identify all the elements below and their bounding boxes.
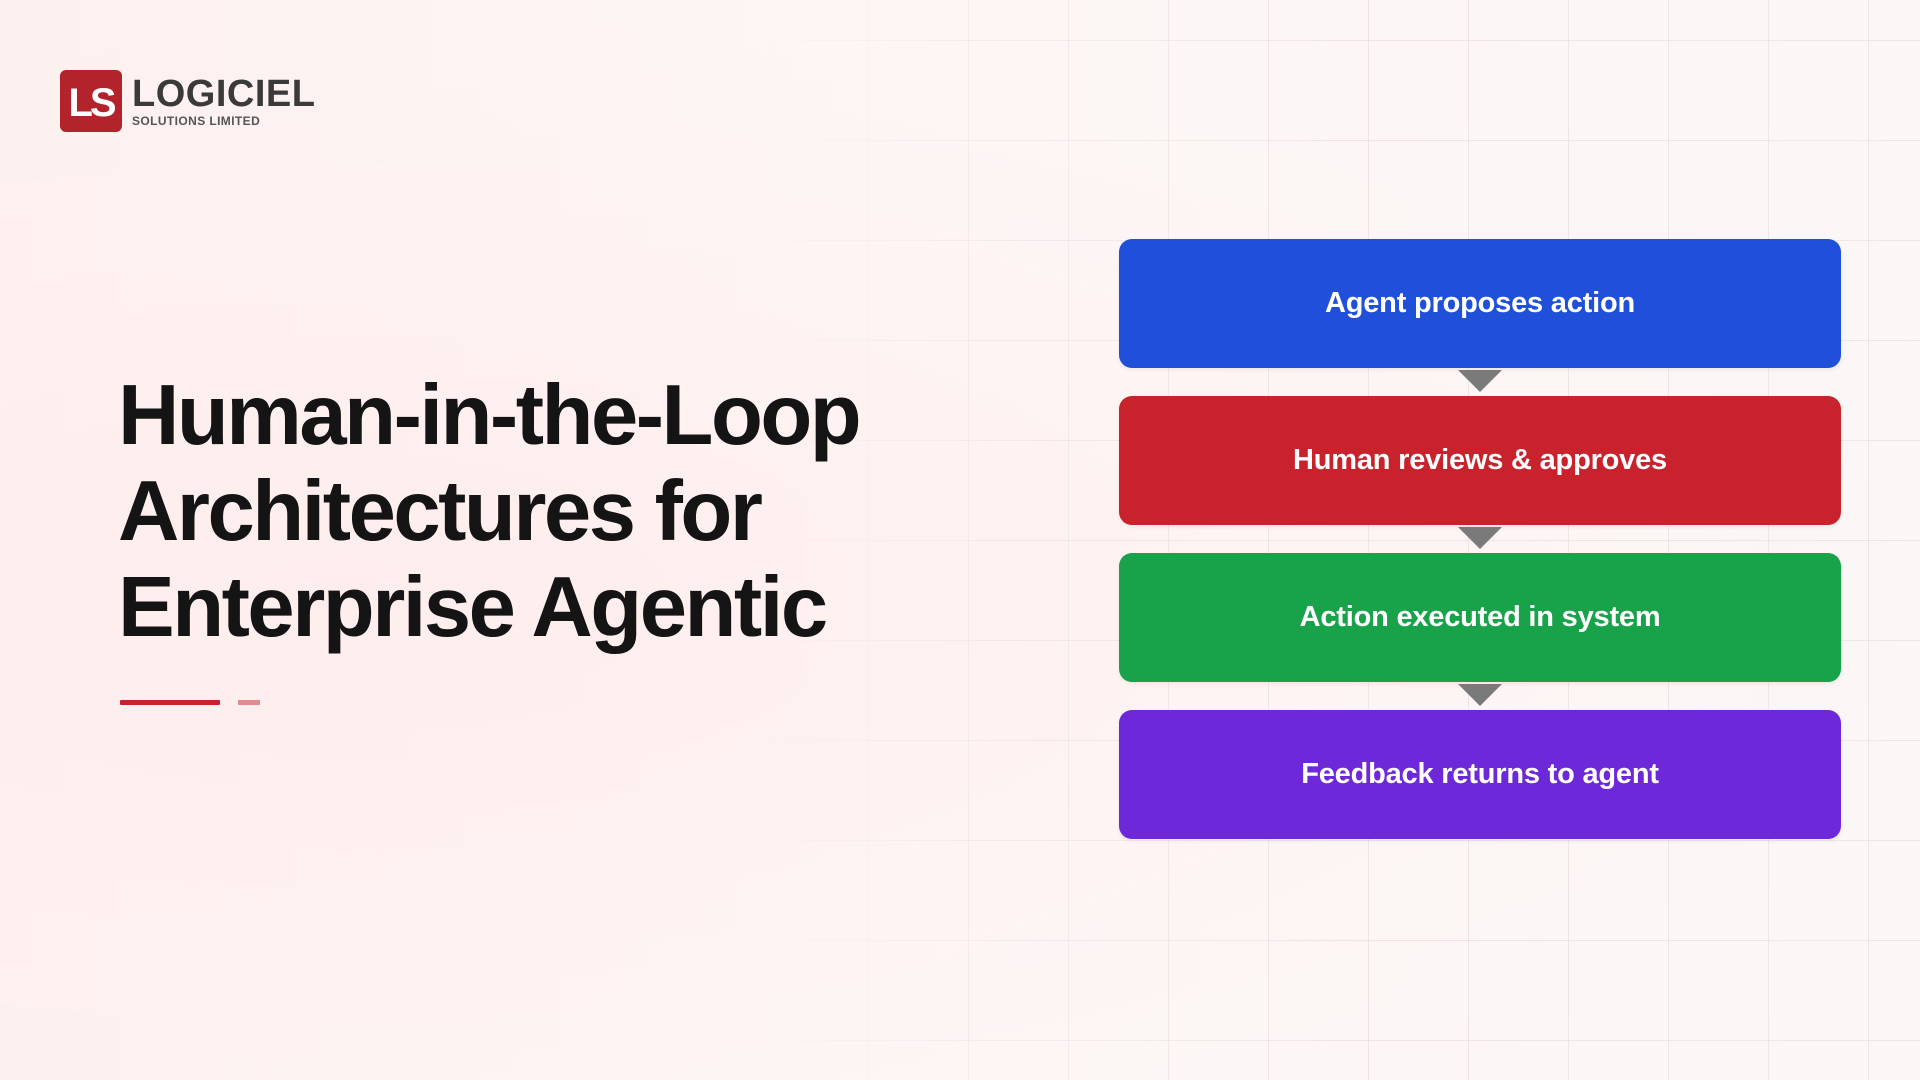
down-triangle-arrow-icon bbox=[1458, 684, 1502, 706]
logo-subtitle: SOLUTIONS LIMITED bbox=[132, 114, 261, 128]
title-line-3: Enterprise Agentic bbox=[118, 560, 828, 655]
title-accent-dash bbox=[238, 700, 260, 705]
flow-step-human-reviews: Human reviews & approves bbox=[1119, 396, 1841, 525]
down-triangle-arrow-icon bbox=[1458, 370, 1502, 392]
logo-mark-glyph: LS bbox=[68, 81, 116, 123]
title-line-2: Architectures for bbox=[118, 464, 763, 559]
logo-mark-text: LS bbox=[68, 81, 115, 123]
logo-name: LOGICIEL bbox=[132, 73, 316, 115]
flow-step-feedback-returns: Feedback returns to agent bbox=[1119, 710, 1841, 839]
page-title: Human-in-the-Loop Architectures for Ente… bbox=[118, 368, 862, 656]
flow-connector bbox=[1119, 682, 1841, 710]
background-grid bbox=[740, 0, 1920, 1080]
logo-mark-icon: LS bbox=[60, 70, 122, 132]
workflow-diagram: Agent proposes action Human reviews & ap… bbox=[1119, 239, 1841, 839]
company-logo: LS LOGICIEL SOLUTIONS LIMITED bbox=[60, 70, 315, 132]
flow-step-agent-proposes: Agent proposes action bbox=[1119, 239, 1841, 368]
title-line-1: Human-in-the-Loop bbox=[118, 368, 862, 463]
flow-connector bbox=[1119, 368, 1841, 396]
down-triangle-arrow-icon bbox=[1458, 527, 1502, 549]
flow-connector bbox=[1119, 525, 1841, 553]
logo-wordmark: LOGICIEL SOLUTIONS LIMITED bbox=[132, 75, 315, 127]
title-accent-line bbox=[120, 700, 220, 705]
flow-step-action-executed: Action executed in system bbox=[1119, 553, 1841, 682]
